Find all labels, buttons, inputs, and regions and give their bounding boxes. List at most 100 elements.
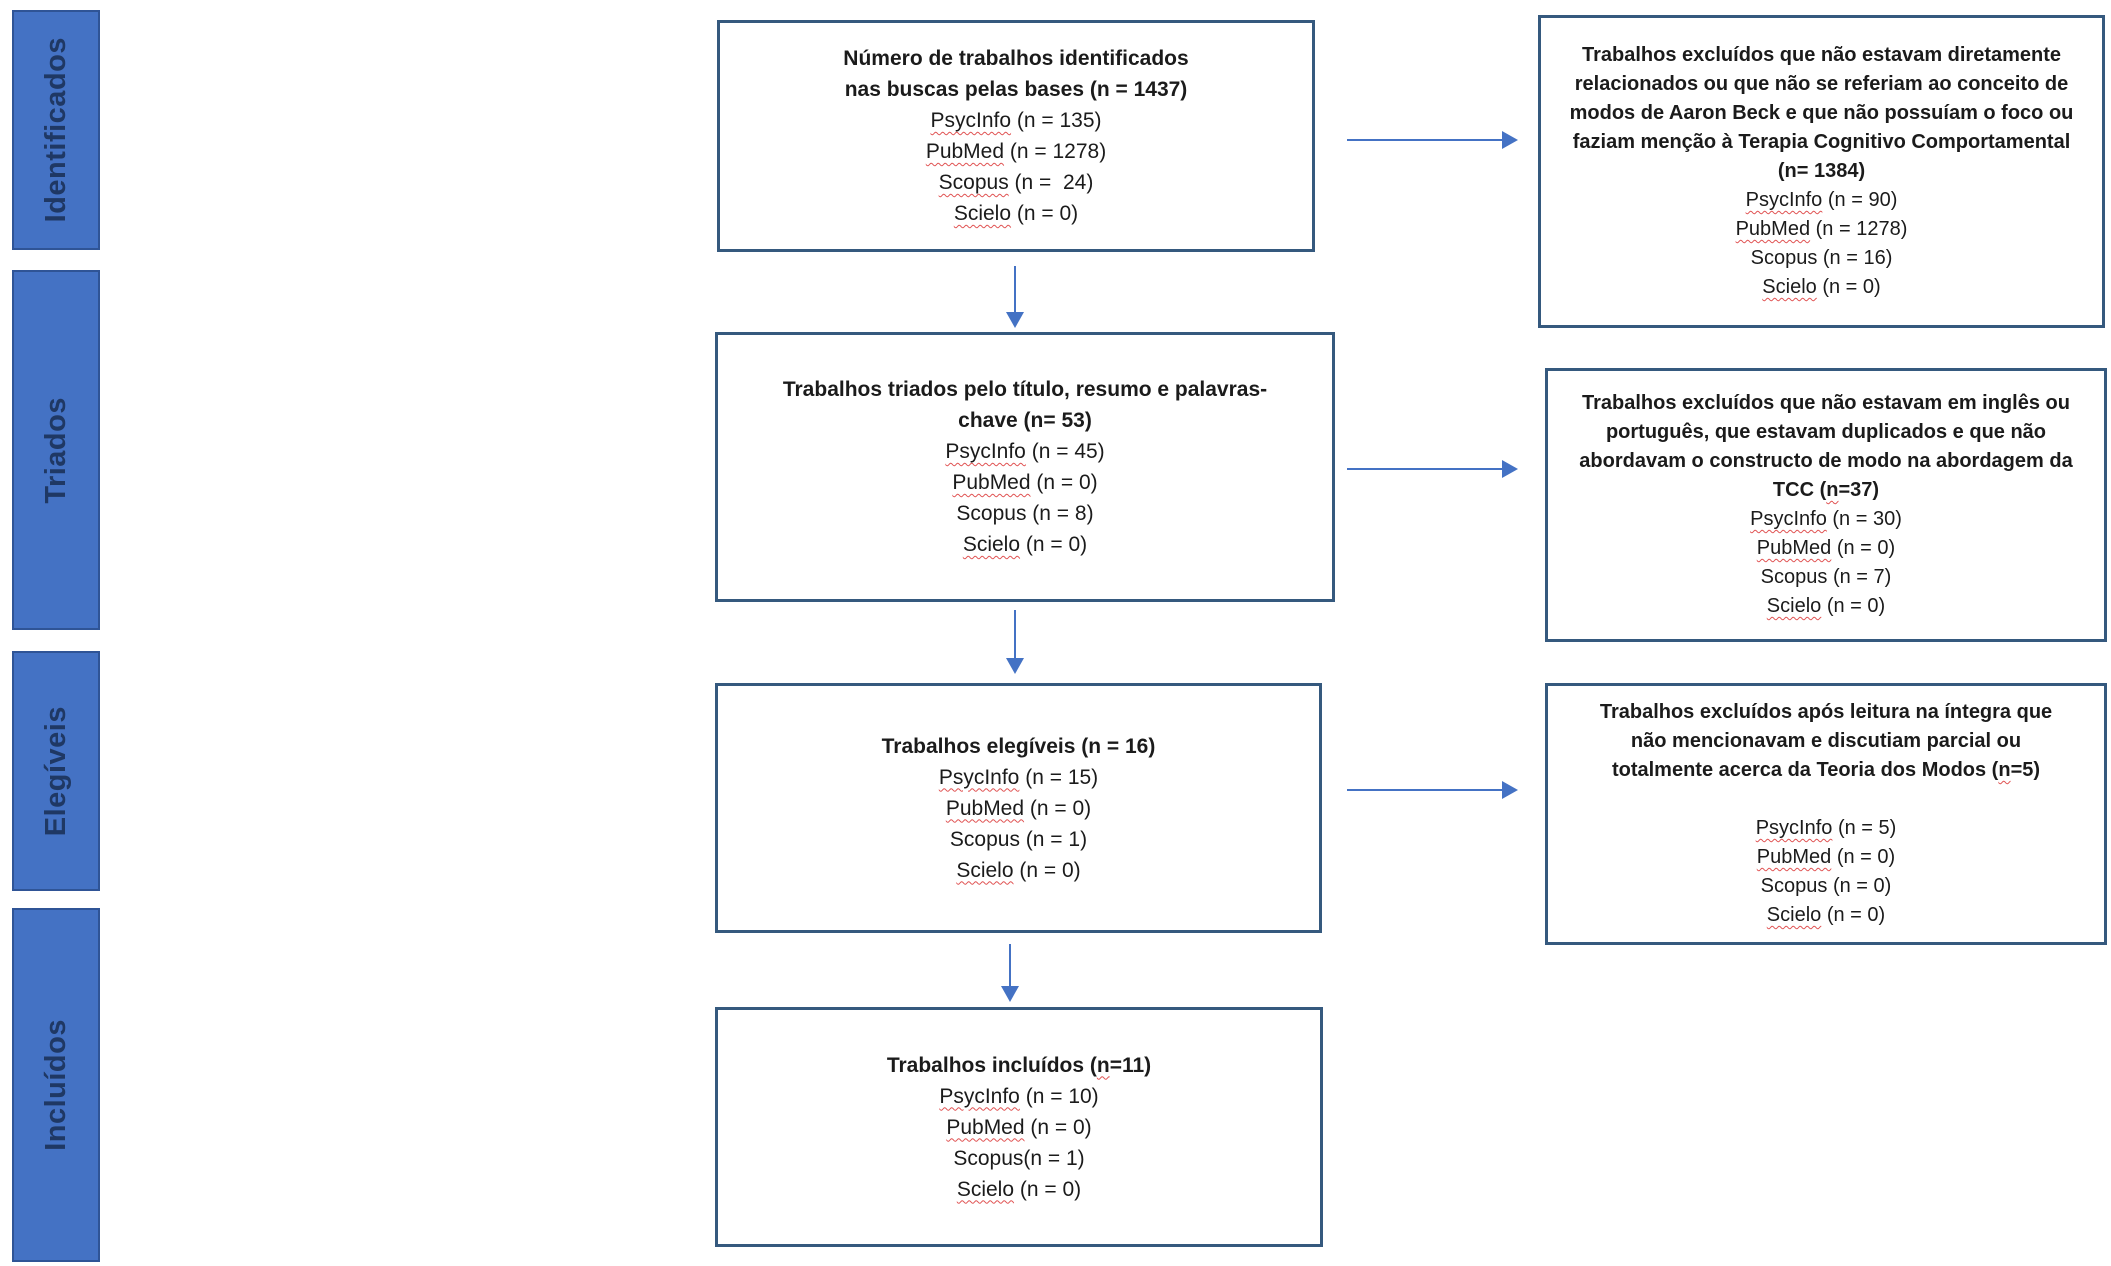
database-name: Scielo — [1766, 595, 1822, 617]
title-segment: abordavam o constructo de modo na aborda… — [1579, 450, 2073, 472]
database-count-row: PubMed (n = 0) — [939, 793, 1098, 824]
database-name: PsycInfo — [938, 765, 1020, 789]
arrow-screened-to-excluded2 — [1347, 460, 1518, 478]
database-name: PsycInfo — [945, 440, 1026, 463]
record-count: (n = 24) — [1008, 171, 1094, 194]
record-count: (n = 1) — [1019, 827, 1088, 851]
title-segment: (n= 1384) — [1777, 160, 1866, 182]
record-count: (n = 0) — [1831, 537, 1896, 559]
record-count: (n = 0) — [1816, 276, 1881, 298]
box-excluded-after-screening: Trabalhos excluídos que não estavam em i… — [1545, 368, 2107, 642]
database-name: Scopus — [938, 171, 1009, 194]
database-name: Scopus — [953, 1146, 1024, 1170]
title-segment: Número de trabalhos identificados — [843, 47, 1189, 70]
database-count-row: PsycInfo (n = 90) — [1736, 186, 1908, 215]
database-name: Scopus — [1760, 566, 1828, 588]
box-eligible-records: Trabalhos elegíveis (n = 16) PsycInfo (n… — [715, 683, 1322, 933]
stage-band-elegiveis: Elegíveis — [12, 651, 100, 891]
box-excluded-after-fulltext: Trabalhos excluídos após leitura na ínte… — [1545, 683, 2107, 945]
box-title: Trabalhos excluídos após leitura na ínte… — [1600, 698, 2052, 785]
database-count-list: PsycInfo (n = 45)PubMed (n = 0)Scopus (n… — [945, 436, 1104, 560]
box-title: Trabalhos excluídos que não estavam em i… — [1579, 389, 2072, 505]
record-count: (n = 0) — [1827, 875, 1892, 897]
database-count-row: PubMed (n = 0) — [1756, 843, 1897, 872]
record-count: (n = 30) — [1826, 508, 1902, 530]
database-count-row: PubMed (n = 1278) — [926, 136, 1106, 167]
stage-label-identificados: Identificados — [39, 37, 72, 223]
database-name: PubMed — [952, 471, 1031, 494]
database-count-row: Scielo (n = 0) — [939, 1174, 1098, 1205]
database-count-row: PubMed (n = 1278) — [1736, 215, 1908, 244]
record-count: (n = 1278) — [1004, 140, 1107, 163]
record-count: (n = 45) — [1025, 440, 1105, 463]
box-title: Trabalhos elegíveis (n = 16) — [882, 731, 1156, 762]
database-name: PsycInfo — [939, 1084, 1020, 1108]
title-segment: português, que estavam duplicados e que … — [1605, 421, 2047, 443]
record-count: (n = 0) — [1821, 595, 1886, 617]
database-count-list: PsycInfo (n = 90)PubMed (n = 1278)Scopus… — [1736, 186, 1908, 302]
title-segment: TCC ( — [1772, 479, 1827, 501]
title-segment: não mencionavam e discutiam parcial ou — [1630, 730, 2022, 752]
database-count-list: PsycInfo (n = 10)PubMed (n = 0)Scopus(n … — [939, 1081, 1098, 1205]
database-name: PubMed — [1756, 537, 1832, 559]
database-name: Scopus — [949, 827, 1020, 851]
database-name: Scielo — [1762, 276, 1817, 298]
database-count-row: PsycInfo (n = 10) — [939, 1081, 1098, 1112]
record-count: (n = 15) — [1019, 765, 1099, 789]
database-count-row: PubMed (n = 0) — [939, 1112, 1098, 1143]
database-name: Scopus — [956, 502, 1027, 525]
title-segment: faziam menção à Terapia Cognitivo Compor… — [1572, 131, 2071, 153]
database-count-row: Scielo (n = 0) — [1750, 592, 1902, 621]
database-count-row: Scopus (n = 8) — [945, 498, 1104, 529]
database-count-row: Scielo (n = 0) — [1736, 273, 1908, 302]
database-count-row: Scopus (n = 16) — [1736, 244, 1908, 273]
record-count: (n = 135) — [1011, 109, 1102, 132]
box-screened-records: Trabalhos triados pelo título, resumo e … — [715, 332, 1335, 602]
record-count: (n = 0) — [1821, 904, 1886, 926]
box-excluded-after-identification: Trabalhos excluídos que não estavam dire… — [1538, 15, 2105, 328]
arrow-screened-to-eligible — [1006, 610, 1024, 674]
title-segment: Trabalhos triados pelo título, resumo e … — [782, 378, 1268, 401]
database-count-list: PsycInfo (n = 135)PubMed (n = 1278)Scopu… — [926, 105, 1106, 229]
database-count-row: Scopus (n = 0) — [1756, 872, 1897, 901]
database-count-row: Scielo (n = 0) — [926, 198, 1106, 229]
record-count: (n = 1278) — [1810, 218, 1908, 240]
title-segment-misspelled: n — [1998, 759, 2011, 781]
box-included-records: Trabalhos incluídos (n=11) PsycInfo (n =… — [715, 1007, 1323, 1247]
stage-label-incluidos: Incluídos — [39, 1019, 72, 1151]
box-title: Trabalhos triados pelo título, resumo e … — [783, 374, 1267, 436]
title-segment: =5) — [2010, 759, 2041, 781]
database-name: Scielo — [1766, 904, 1822, 926]
record-count: (n = 0) — [1024, 1115, 1092, 1139]
record-count: (n = 0) — [1013, 858, 1081, 882]
database-count-row: Scielo (n = 0) — [945, 529, 1104, 560]
arrow-eligible-to-included — [1001, 944, 1019, 1002]
record-count: (n = 0) — [1831, 846, 1896, 868]
database-name: PubMed — [946, 1115, 1025, 1139]
record-count: (n = 1) — [1023, 1146, 1085, 1170]
database-count-row: Scopus (n = 1) — [939, 824, 1098, 855]
database-name: Scopus — [1760, 875, 1828, 897]
database-name: PubMed — [1756, 846, 1832, 868]
database-count-row: PsycInfo (n = 45) — [945, 436, 1104, 467]
record-count: (n = 90) — [1822, 189, 1898, 211]
database-count-list: PsycInfo (n = 5)PubMed (n = 0)Scopus (n … — [1756, 814, 1897, 930]
box-title: Trabalhos excluídos que não estavam dire… — [1570, 41, 2074, 186]
database-count-row: PsycInfo (n = 135) — [926, 105, 1106, 136]
database-name: PubMed — [1735, 218, 1811, 240]
record-count: (n = 0) — [1030, 471, 1098, 494]
database-count-row: PsycInfo (n = 15) — [939, 762, 1098, 793]
database-count-row: Scielo (n = 0) — [939, 855, 1098, 886]
database-name: PsycInfo — [1745, 189, 1823, 211]
record-count: (n = 8) — [1026, 502, 1094, 525]
stage-label-triados: Triados — [39, 396, 72, 504]
database-name: PsycInfo — [930, 109, 1012, 132]
database-name: PsycInfo — [1755, 817, 1833, 839]
database-count-row: Scopus (n = 7) — [1750, 563, 1902, 592]
title-segment: totalmente acerca da Teoria dos Modos ( — [1611, 759, 1999, 781]
database-count-list: PsycInfo (n = 30)PubMed (n = 0)Scopus (n… — [1750, 505, 1902, 621]
database-name: Scopus — [1750, 247, 1818, 269]
title-segment: Trabalhos incluídos ( — [886, 1053, 1097, 1077]
